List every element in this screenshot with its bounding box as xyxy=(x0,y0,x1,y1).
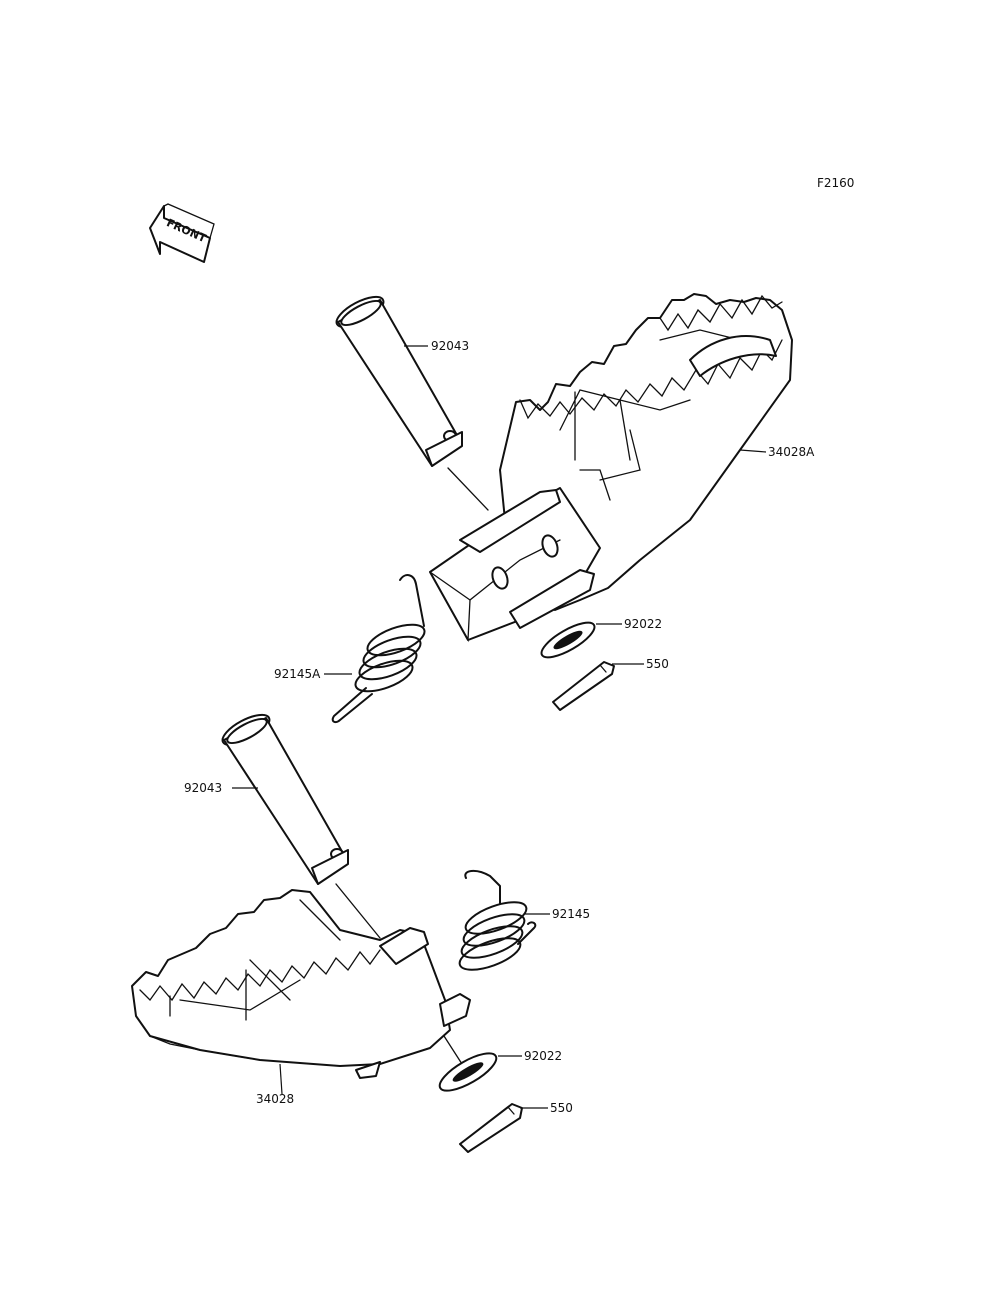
footpeg-left xyxy=(131,889,471,1079)
figure-code: F2160 xyxy=(817,176,854,190)
washer-lower xyxy=(438,1035,498,1092)
callout-washer-upper: 92022 xyxy=(624,617,662,631)
leader-footpeg-left xyxy=(279,1063,283,1095)
callout-footpeg-right: 34028A xyxy=(768,445,815,459)
spring-upper xyxy=(331,574,426,724)
pivot-pin-upper xyxy=(335,295,489,511)
pivot-pin-lower xyxy=(221,713,381,939)
callout-spring-lower: 92145 xyxy=(552,907,590,921)
callout-pin-lower: 92043 xyxy=(184,781,222,795)
callout-footpeg-left: 34028 xyxy=(256,1092,294,1106)
footpeg-right xyxy=(429,293,793,643)
callout-washer-lower: 92022 xyxy=(524,1049,562,1063)
washer-upper xyxy=(540,621,596,659)
callout-spring-upper: 92145A xyxy=(274,667,321,681)
leader-footpeg-right xyxy=(739,449,767,453)
front-direction-arrow-icon: FRONT xyxy=(149,203,215,263)
spring-lower xyxy=(458,870,537,971)
callout-cotter-upper: 550 xyxy=(646,657,669,671)
callout-cotter-lower: 550 xyxy=(550,1101,573,1115)
callout-pin-upper: 92043 xyxy=(431,339,469,353)
cotter-pin-lower xyxy=(459,1103,523,1153)
cotter-pin-upper xyxy=(552,661,615,711)
